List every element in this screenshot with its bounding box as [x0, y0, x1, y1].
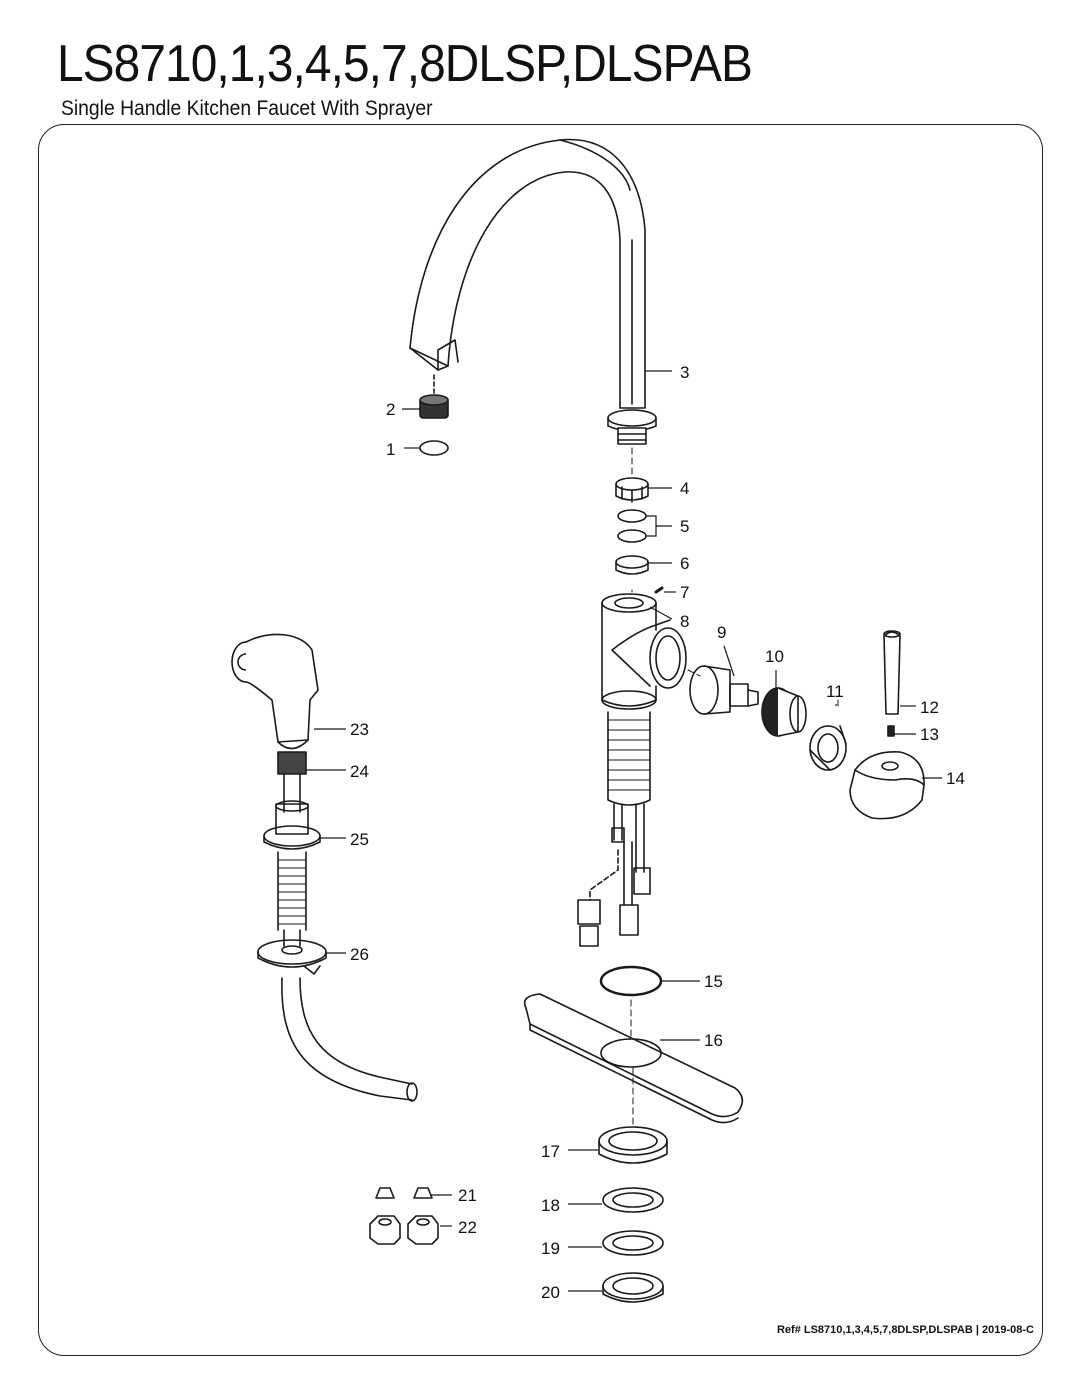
callout-21: 21: [458, 1186, 477, 1205]
callout-14: 14: [946, 769, 965, 788]
callout-15: 15: [704, 972, 723, 991]
callout-5: 5: [680, 517, 689, 536]
callout-9: 9: [717, 623, 726, 642]
compression-sleeves-part: [375, 1187, 433, 1199]
callout-3: 3: [680, 363, 689, 382]
spray-head-part: [231, 633, 319, 750]
callout-4: 4: [680, 479, 689, 498]
nut-part: [615, 477, 649, 503]
callout-12: 12: [920, 698, 939, 717]
set-screw-part: [654, 586, 664, 594]
callout-16: 16: [704, 1031, 723, 1050]
reference-footer: Ref# LS8710,1,3,4,5,7,8DLSP,DLSPAB | 201…: [776, 1324, 1034, 1336]
spray-mounting-nut-part: [257, 929, 327, 975]
callout-11: 11: [826, 682, 844, 701]
callout-18: 18: [541, 1196, 560, 1215]
callout-6: 6: [680, 554, 689, 573]
compression-nuts-part: [369, 1215, 439, 1245]
callout-22: 22: [458, 1218, 477, 1237]
callout-2: 2: [386, 400, 395, 419]
callout-26: 26: [350, 945, 369, 964]
bonnet-nut-part: [761, 687, 807, 737]
deck-plate-part: [523, 993, 744, 1124]
spray-hose-connector-part: [277, 751, 307, 813]
handle-screw-part: [887, 725, 895, 737]
aerator-part: [419, 374, 449, 419]
gasket-part: [599, 965, 663, 997]
spout-part: [409, 138, 657, 445]
callout-7: 7: [680, 583, 689, 602]
friction-washer-part: [602, 1230, 664, 1256]
callout-10: 10: [765, 647, 784, 666]
page-subtitle: Single Handle Kitchen Faucet With Spraye…: [61, 97, 433, 120]
mounting-nut-part: [602, 1272, 664, 1303]
callout-8: 8: [680, 612, 689, 631]
faucet-body-part: [601, 593, 687, 806]
o-rings-part: [617, 509, 647, 543]
aerator-washer-part: [419, 440, 449, 456]
spacer-part: [598, 1126, 668, 1164]
handle-body-part: [849, 751, 925, 820]
spray-hose-part: [281, 977, 418, 1102]
callout-1: 1: [386, 440, 395, 459]
cap-ring-part: [809, 725, 847, 771]
diagram-frame: [38, 124, 1043, 1356]
lock-ring-part: [615, 555, 649, 575]
supply-hoses-part: [577, 803, 651, 947]
callout-24: 24: [350, 762, 369, 781]
handle-lever-part: [883, 630, 901, 715]
callout-19: 19: [541, 1239, 560, 1258]
callout-25: 25: [350, 830, 369, 849]
callout-13: 13: [920, 725, 939, 744]
callout-23: 23: [350, 720, 369, 739]
callout-17: 17: [541, 1142, 560, 1161]
callout-20: 20: [541, 1283, 560, 1302]
washer-part: [602, 1187, 664, 1213]
spray-holder-part: [263, 800, 321, 931]
cartridge-part: [689, 665, 759, 715]
page-title: LS8710,1,3,4,5,7,8DLSP,DLSPAB: [57, 35, 753, 93]
